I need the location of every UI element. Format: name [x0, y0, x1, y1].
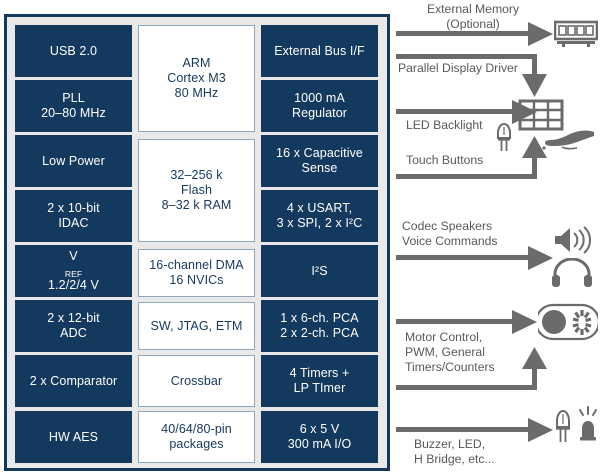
block-line: I²S: [311, 263, 328, 278]
block-line: 2 x 10-bit: [47, 201, 100, 216]
block-low-power[interactable]: Low Power: [15, 135, 132, 187]
block-timers[interactable]: 4 Timers + LP TImer: [261, 355, 378, 407]
headphones-icon: [552, 258, 592, 287]
block-line: 4 Timers +: [289, 366, 350, 381]
label-line: LED Backlight: [406, 118, 483, 132]
label-line: Parallel Display Driver: [398, 61, 518, 75]
label-parallel-display-driver: Parallel Display Driver: [398, 61, 518, 76]
block-line: IDAC: [58, 216, 89, 230]
label-line: (Optional): [446, 16, 500, 31]
block-line: Cortex M3: [167, 71, 226, 86]
hand-touch-icon: [542, 130, 594, 150]
block-serial[interactable]: 4 x USART, 3 x SPI, 2 x I²C: [261, 190, 378, 242]
motor-belt-icon: [538, 303, 598, 341]
block-line: USB 2.0: [49, 43, 98, 58]
display-panel-icon: [518, 99, 564, 131]
block-line: 2 x Comparator: [29, 373, 118, 388]
label-codec-speakers: Codec Speakers Voice Commands: [402, 219, 498, 249]
block-line: Crossbar: [170, 373, 223, 388]
block-line: Low Power: [42, 153, 105, 168]
block-line: 8–32 k RAM: [161, 197, 232, 212]
block-idac[interactable]: 2 x 10-bit IDAC: [15, 190, 132, 242]
block-line: 16 x Capacitive: [276, 146, 363, 161]
block-comparator[interactable]: 2 x Comparator: [15, 355, 132, 407]
block-line: 1000 mA: [294, 91, 345, 106]
label-line: Voice Commands: [402, 233, 498, 248]
vref-subscript: REF: [64, 268, 83, 279]
block-line: 2 x 12-bit: [47, 311, 100, 326]
block-usb[interactable]: USB 2.0: [15, 25, 132, 77]
block-line: 4 x USART,: [286, 201, 353, 216]
block-line: 300 mA I/O: [287, 437, 352, 451]
block-line: 40/64/80-pin: [161, 422, 232, 437]
block-line: Sense: [301, 161, 338, 175]
label-touch-buttons: Touch Buttons: [406, 153, 483, 168]
label-line: Touch Buttons: [406, 153, 484, 167]
block-dma-nvic[interactable]: 16-channel DMA 16 NVICs: [138, 249, 255, 297]
label-buzzer-led: Buzzer, LED, H Bridge, etc...: [414, 437, 495, 467]
label-line: Timers/Counters: [405, 359, 495, 374]
block-line: 20–80 MHz: [41, 106, 106, 120]
led-lamp-icon: [556, 410, 570, 442]
block-line: External Bus I/F: [274, 43, 365, 58]
block-line: 80 MHz: [174, 85, 219, 100]
block-line: 16-channel DMA: [149, 258, 244, 273]
label-external-memory: External Memory (Optional): [398, 2, 548, 32]
label-led-backlight: LED Backlight: [406, 118, 483, 133]
block-hw-aes[interactable]: HW AES: [15, 411, 132, 463]
block-line: 16 NVICs: [169, 273, 224, 287]
block-adc[interactable]: 2 x 12-bit ADC: [15, 300, 132, 352]
block-flash-ram[interactable]: 32–256 k Flash 8–32 k RAM: [138, 139, 255, 242]
label-motor-control: Motor Control, PWM, General Timers/Count…: [405, 330, 495, 375]
block-i2s[interactable]: I²S: [261, 245, 378, 297]
led-indicator-icon: [497, 123, 511, 151]
block-line: PLL: [62, 91, 85, 106]
block-line: 1 x 6-ch. PCA: [280, 311, 359, 326]
block-pll[interactable]: PLL 20–80 MHz: [15, 80, 132, 132]
block-line: LP TImer: [293, 381, 346, 395]
block-cap-sense[interactable]: 16 x Capacitive Sense: [261, 135, 378, 187]
label-line: Buzzer, LED,: [414, 437, 486, 451]
block-pca[interactable]: 1 x 6-ch. PCA 2 x 2-ch. PCA: [261, 300, 378, 352]
memory-module-icon: [554, 20, 598, 47]
block-arm-core[interactable]: ARM Cortex M3 80 MHz: [138, 25, 255, 132]
block-line: packages: [169, 437, 224, 451]
block-regulator[interactable]: 1000 mA Regulator: [261, 80, 378, 132]
block-io[interactable]: 6 x 5 V 300 mA I/O: [261, 411, 378, 463]
block-line: SW, JTAG, ETM: [150, 318, 243, 333]
label-line: PWM, General: [405, 344, 485, 359]
block-external-bus[interactable]: External Bus I/F: [261, 25, 378, 77]
label-line: Codec Speakers: [402, 219, 493, 233]
block-line: ARM: [182, 56, 211, 71]
block-line: ADC: [60, 326, 87, 340]
block-line: 2 x 2-ch. PCA: [280, 326, 359, 340]
block-line: 3 x SPI, 2 x I²C: [276, 216, 363, 230]
mcu-package-frame: USB 2.0 PLL 20–80 MHz Low Power 2 x 10-b…: [4, 14, 390, 471]
block-debug[interactable]: SW, JTAG, ETM: [138, 302, 255, 350]
block-packages[interactable]: 40/64/80-pin packages: [138, 411, 255, 463]
block-line: 1.2/2/4 V: [48, 278, 99, 293]
label-line: External Memory: [426, 2, 520, 16]
block-line: 32–256 k: [170, 168, 223, 183]
speaker-icon: [555, 226, 591, 254]
label-line: H Bridge, etc...: [414, 451, 495, 466]
block-crossbar[interactable]: Crossbar: [138, 355, 255, 407]
block-line: 6 x 5 V: [299, 422, 340, 437]
block-line: Flash: [180, 183, 213, 198]
label-line: Motor Control,: [405, 330, 483, 344]
block-line: HW AES: [48, 429, 99, 444]
buzzer-icon: [579, 406, 597, 441]
block-line: Regulator: [291, 106, 348, 120]
